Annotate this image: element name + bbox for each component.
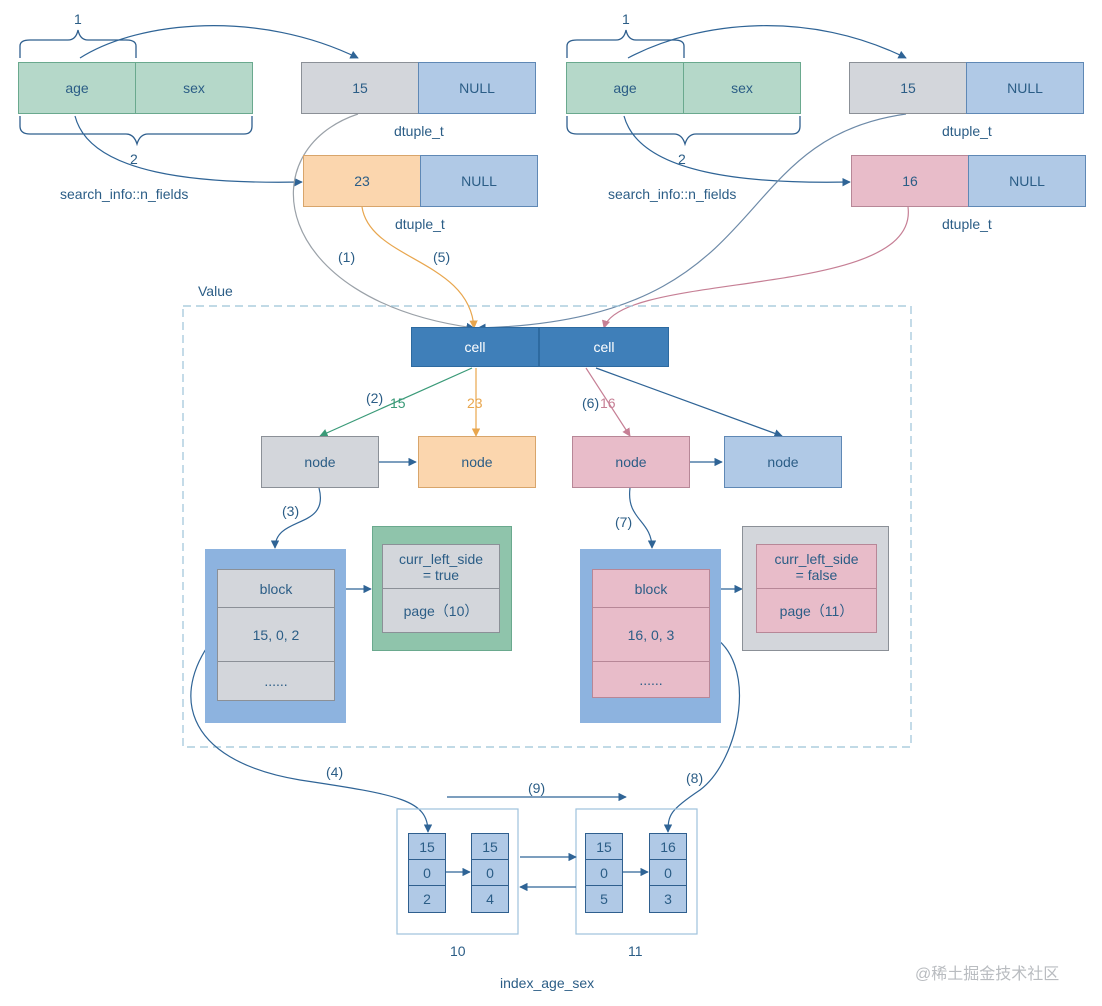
brace-bottom-right	[566, 116, 801, 147]
page11-rec2-age: 16	[649, 833, 687, 860]
tuple2-field-2: NULL	[420, 155, 538, 207]
page11-label: 11	[628, 943, 643, 959]
hash-cell-2: cell	[539, 327, 669, 367]
brace-bottom-label: 2	[130, 151, 138, 167]
page11-rec1-id: 5	[585, 885, 623, 913]
brace-bottom-label: 2	[678, 151, 686, 167]
arrow-step4	[190, 633, 433, 833]
node-pink: node	[572, 436, 690, 488]
arrow-right-tuple2-to-cell2	[602, 206, 909, 329]
tuple1-field-2: NULL	[418, 62, 536, 114]
right-page-ref: page（11）	[756, 588, 877, 633]
step-label-6: (6)	[582, 395, 600, 411]
step-label-8: (8)	[686, 770, 704, 786]
page10-rec2-age: 15	[471, 833, 509, 860]
page10-rec1-sex: 0	[408, 859, 446, 886]
node-blue: node	[724, 436, 842, 488]
hash-cell-1: cell	[411, 327, 539, 367]
page11-rec2-sex: 0	[649, 859, 687, 886]
step-label-2: (2)	[366, 390, 384, 406]
brace-top-label: 1	[622, 11, 630, 27]
hash-label-15: 15	[390, 395, 406, 411]
page10-rec1-age: 15	[408, 833, 446, 860]
arrow-step5	[361, 206, 478, 329]
arrow-brace2-to-tuple2-left	[74, 115, 303, 187]
right-curr-left-side: curr_left_side = false	[756, 544, 877, 589]
arrow-step7	[629, 487, 657, 549]
arrow-step3	[270, 487, 322, 549]
value-container	[182, 305, 912, 748]
step-label-3: (3)	[282, 503, 300, 519]
right-block-more: ......	[592, 661, 710, 698]
tuple1-field-1: 15	[849, 62, 967, 114]
arrow-step6	[585, 367, 631, 437]
left-curr-left-side: curr_left_side = true	[382, 544, 500, 589]
arrow-step2	[319, 367, 473, 437]
arrow-brace1-to-tuple1-left	[79, 25, 359, 59]
step-label-7: (7)	[615, 514, 633, 530]
page10-label: 10	[450, 943, 466, 959]
tuple2-field-1: 23	[303, 155, 421, 207]
tuple2-field-2: NULL	[968, 155, 1086, 207]
tuple1-field-1: 15	[301, 62, 419, 114]
tuple2-label: dtuple_t	[942, 216, 992, 232]
tuple2-field-1: 16	[851, 155, 969, 207]
left-block-header: block	[217, 569, 335, 608]
index-field-sex: sex	[135, 62, 253, 114]
node-orange: node	[418, 436, 536, 488]
page10-frame	[396, 808, 519, 935]
search-info-label: search_info::n_fields	[608, 186, 737, 202]
node-gray: node	[261, 436, 379, 488]
index-field-age: age	[566, 62, 684, 114]
tuple1-label: dtuple_t	[394, 123, 444, 139]
left-page-ref: page（10）	[382, 588, 500, 633]
page10-rec1-id: 2	[408, 885, 446, 913]
hash-label-23: 23	[467, 395, 483, 411]
page10-rec2-sex: 0	[471, 859, 509, 886]
page11-rec1-age: 15	[585, 833, 623, 860]
right-block-entry: 16, 0, 3	[592, 607, 710, 662]
value-container-label: Value	[198, 283, 233, 299]
tuple1-field-2: NULL	[966, 62, 1084, 114]
left-block-entry: 15, 0, 2	[217, 607, 335, 662]
tuple2-label: dtuple_t	[395, 216, 445, 232]
step-label-4: (4)	[326, 764, 344, 780]
index-name-label: index_age_sex	[500, 975, 595, 991]
step-label-9: (9)	[528, 780, 546, 796]
page11-rec2-id: 3	[649, 885, 687, 913]
arrow-cell-to-node-blue	[595, 367, 783, 438]
brace-top-right	[566, 29, 685, 58]
arrow-step1	[292, 113, 475, 332]
step-label-1: (1)	[338, 249, 356, 265]
index-field-age: age	[18, 62, 136, 114]
brace-top-left	[19, 29, 137, 58]
brace-top-label: 1	[74, 11, 82, 27]
search-info-label: search_info::n_fields	[60, 186, 189, 202]
hash-label-16: 16	[600, 395, 616, 411]
brace-bottom-left	[19, 116, 253, 147]
arrow-right-tuple1-to-cell	[477, 113, 907, 332]
page11-rec1-sex: 0	[585, 859, 623, 886]
watermark: @稀土掘金技术社区	[915, 966, 1060, 983]
step-label-5: (5)	[433, 249, 451, 265]
arrow-brace2-to-tuple2-right	[623, 115, 851, 187]
left-block-more: ......	[217, 661, 335, 701]
arrow-step8	[663, 633, 740, 833]
page10-rec2-id: 4	[471, 885, 509, 913]
index-field-sex: sex	[683, 62, 801, 114]
right-block-header: block	[592, 569, 710, 608]
arrow-brace1-to-tuple1-right	[627, 25, 907, 59]
page11-frame	[575, 808, 698, 935]
tuple1-label: dtuple_t	[942, 123, 992, 139]
